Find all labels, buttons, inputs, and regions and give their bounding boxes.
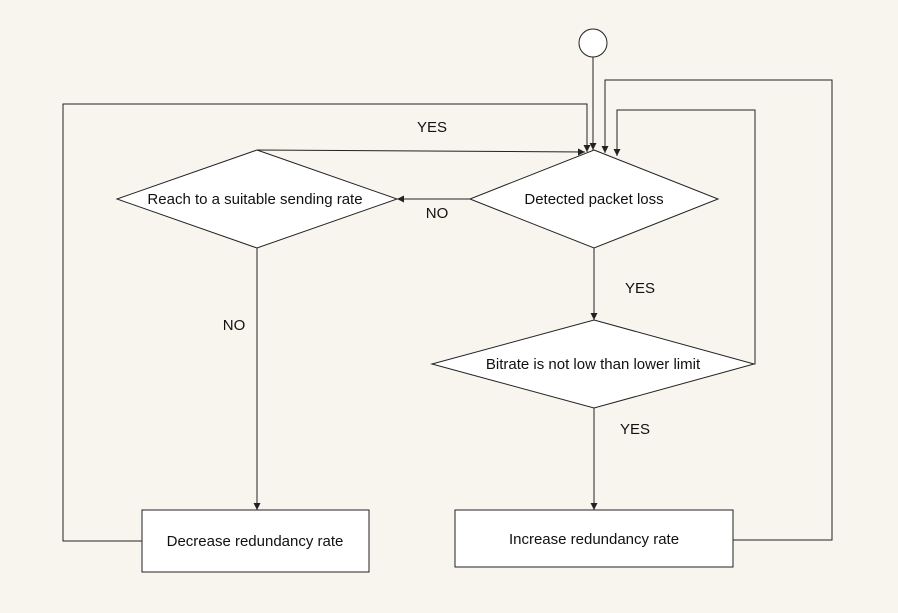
edge-label-detect-to-reach: NO xyxy=(426,205,449,222)
decision-reach-suitable-rate-label: Reach to a suitable sending rate xyxy=(147,191,362,208)
edge-bitrate-to-detect xyxy=(613,109,756,365)
edge-increase-to-detect xyxy=(601,79,833,541)
edge-label-bitrate-to-increase: YES xyxy=(620,421,650,438)
start-node xyxy=(578,28,608,58)
process-decrease-redundancy xyxy=(141,509,370,573)
edge-decrease-to-detect xyxy=(62,103,591,542)
decision-detected-packet-loss xyxy=(468,149,720,249)
edge-label-reach-to-decrease: NO xyxy=(223,317,246,334)
decision-bitrate-lower-limit xyxy=(430,319,756,409)
decision-bitrate-lower-limit-label: Bitrate is not low than lower limit xyxy=(486,356,701,373)
process-increase-redundancy xyxy=(454,509,734,568)
edge-label-reach-to-detect: YES xyxy=(417,119,447,136)
process-decrease-redundancy-label: Decrease redundancy rate xyxy=(167,533,344,550)
decision-detected-packet-loss-label: Detected packet loss xyxy=(524,191,663,208)
process-increase-redundancy-label: Increase redundancy rate xyxy=(509,531,679,548)
edge-reach-to-detect xyxy=(256,148,586,156)
edge-label-detect-to-bitrate: YES xyxy=(625,280,655,297)
decision-reach-suitable-rate xyxy=(115,149,399,249)
